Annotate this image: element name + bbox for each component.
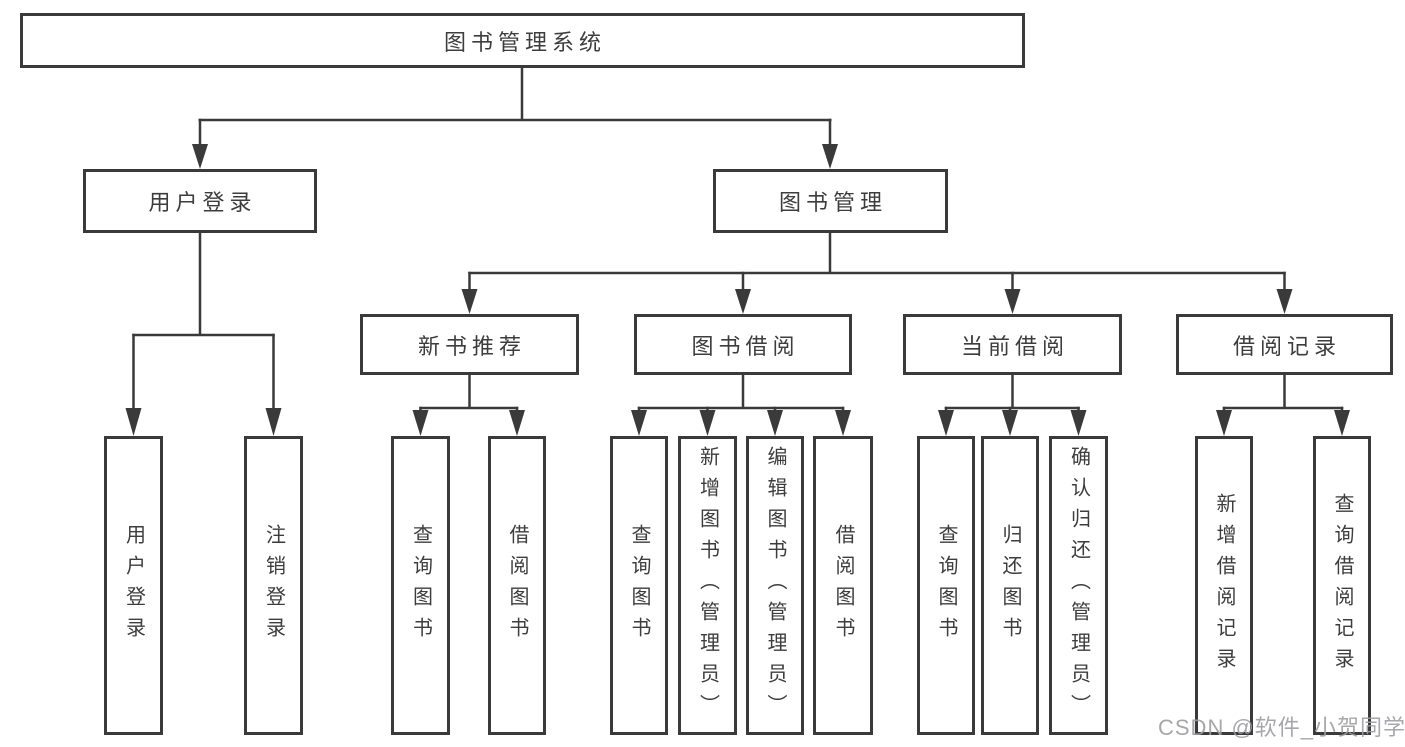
connector-borrow-record-to-children <box>1216 375 1350 436</box>
leaf-logout-label: 注销登录 <box>262 523 285 648</box>
node-root-label: 图书管理系统 <box>443 29 606 55</box>
leaf-add-borrow-record-label: 新增借阅记录 <box>1213 492 1235 679</box>
node-new-book-recommend-label: 新书推荐 <box>417 333 526 359</box>
leaf-query-book-newbook: 查询图书 <box>391 436 450 735</box>
leaf-return-book-label: 归还图书 <box>999 523 1021 648</box>
connector-user-login-to-children <box>125 233 282 436</box>
leaf-edit-book-admin-label: 编辑图书（管理员） <box>764 446 786 725</box>
leaf-query-borrow-record: 查询借阅记录 <box>1313 436 1371 735</box>
leaf-user-login: 用户登录 <box>104 436 163 735</box>
node-book-management: 图书管理 <box>713 169 948 233</box>
leaf-add-book-admin-label: 新增图书（管理员） <box>696 446 719 725</box>
node-root: 图书管理系统 <box>20 13 1025 68</box>
node-book-management-label: 图书管理 <box>778 190 887 215</box>
leaf-query-borrow-record-label: 查询借阅记录 <box>1331 492 1353 679</box>
leaf-borrow-book-label: 借阅图书 <box>832 523 854 648</box>
leaf-add-book-admin: 新增图书（管理员） <box>678 436 737 735</box>
leaf-borrow-book: 借阅图书 <box>813 436 873 735</box>
leaf-add-borrow-record: 新增借阅记录 <box>1195 436 1253 735</box>
leaf-borrow-book-newbook-label: 借阅图书 <box>506 523 528 648</box>
node-borrow-record-label: 借阅记录 <box>1232 333 1341 359</box>
leaf-edit-book-admin: 编辑图书（管理员） <box>746 436 804 735</box>
leaf-query-book-current-label: 查询图书 <box>935 523 957 648</box>
leaf-user-login-label: 用户登录 <box>122 523 145 648</box>
leaf-confirm-return-admin-label: 确认归还（管理员） <box>1067 446 1090 725</box>
leaf-query-book-borrow-label: 查询图书 <box>628 523 650 648</box>
leaf-query-book-current: 查询图书 <box>917 436 975 735</box>
watermark: CSDN @软件_小贺同学 <box>1158 715 1405 740</box>
connector-book-management-to-level3 <box>461 233 1293 314</box>
leaf-borrow-book-newbook: 借阅图书 <box>488 436 546 735</box>
leaf-confirm-return-admin: 确认归还（管理员） <box>1049 436 1108 735</box>
node-new-book-recommend: 新书推荐 <box>360 314 579 375</box>
connector-current-borrow-to-children <box>938 375 1087 436</box>
node-book-borrow-label: 图书借阅 <box>691 333 800 359</box>
node-user-login: 用户登录 <box>83 169 317 233</box>
leaf-logout: 注销登录 <box>244 436 303 735</box>
node-current-borrow-label: 当前借阅 <box>960 333 1069 359</box>
node-borrow-record: 借阅记录 <box>1176 314 1393 375</box>
leaf-return-book: 归还图书 <box>981 436 1039 735</box>
node-user-login-label: 用户登录 <box>148 190 257 215</box>
leaf-query-book-newbook-label: 查询图书 <box>409 523 432 648</box>
connector-new-book-to-children <box>412 375 525 436</box>
leaf-query-book-borrow: 查询图书 <box>610 436 668 735</box>
connector-root-to-level2 <box>192 68 838 169</box>
connector-book-borrow-to-children <box>631 375 851 436</box>
node-book-borrow: 图书借阅 <box>634 314 852 375</box>
node-current-borrow: 当前借阅 <box>903 314 1122 375</box>
